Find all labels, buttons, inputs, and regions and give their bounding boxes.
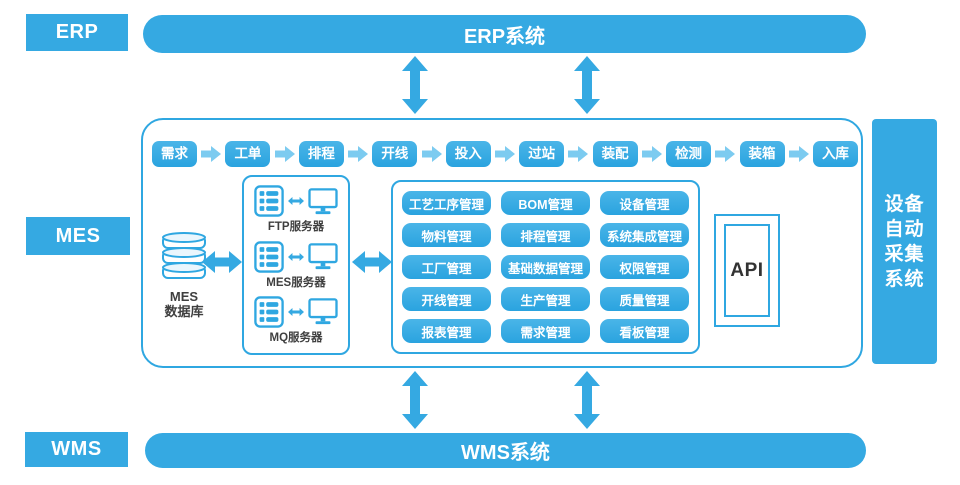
arrow-right-icon bbox=[715, 146, 736, 162]
double-arrow-horizontal-icon bbox=[288, 252, 304, 261]
api-box-inner: API bbox=[724, 224, 770, 317]
arrow-right-icon bbox=[421, 146, 442, 162]
flow-step: 需求 bbox=[152, 141, 197, 167]
api-label: API bbox=[730, 259, 764, 281]
server-label: MQ服务器 bbox=[269, 331, 323, 344]
server-label: MES服务器 bbox=[266, 276, 326, 289]
arrow-right-icon bbox=[568, 146, 589, 162]
server-icons bbox=[254, 296, 338, 328]
server-rack-icon bbox=[254, 240, 284, 273]
label-erp: ERP bbox=[26, 14, 128, 51]
monitor-icon bbox=[308, 187, 338, 214]
server-rack-icon bbox=[254, 296, 284, 328]
flow-step: 检测 bbox=[666, 141, 712, 167]
label-mes: MES bbox=[26, 217, 130, 255]
flow-step: 装箱 bbox=[739, 141, 785, 167]
arrow-right-icon bbox=[274, 146, 295, 162]
module-grid: 工艺工序管理 BOM管理 设备管理 物料管理 排程管理 系统集成管理 工厂管理 … bbox=[391, 180, 700, 354]
module-chip: 报表管理 bbox=[402, 319, 491, 343]
module-chip: 工厂管理 bbox=[402, 255, 491, 279]
server-box: FTP服务器 bbox=[242, 175, 350, 355]
flow-step: 入库 bbox=[812, 141, 858, 167]
double-arrow-vertical-icon bbox=[402, 56, 428, 114]
arrow-right-icon bbox=[348, 146, 369, 162]
double-arrow-vertical-icon bbox=[402, 371, 428, 429]
server-icons bbox=[254, 240, 338, 273]
server-rack-icon bbox=[254, 185, 284, 217]
flow-step: 工单 bbox=[225, 141, 271, 167]
vbar-line: 采集 bbox=[884, 243, 925, 265]
flow-step: 过站 bbox=[519, 141, 565, 167]
device-auto-collection-bar: 设备 自动 采集 系统 bbox=[872, 119, 937, 364]
module-chip: 设备管理 bbox=[600, 191, 689, 215]
module-chip: 物料管理 bbox=[402, 223, 491, 247]
mes-database-label: MES 数据库 bbox=[147, 289, 221, 319]
mes-container: 需求 工单 排程 开线 投入 过站 装配 检测 装箱 入库 bbox=[141, 118, 863, 368]
server-group-mes: MES服务器 bbox=[254, 240, 338, 290]
label-wms: WMS bbox=[25, 432, 128, 467]
monitor-icon bbox=[308, 243, 338, 270]
vbar-line: 自动 bbox=[884, 218, 925, 240]
arrow-right-icon bbox=[641, 146, 662, 162]
vbar-line: 设备 bbox=[884, 193, 925, 215]
module-chip: 需求管理 bbox=[501, 319, 590, 343]
module-chip: 基础数据管理 bbox=[501, 255, 590, 279]
arrow-right-icon bbox=[201, 146, 222, 162]
double-arrow-horizontal-icon bbox=[288, 197, 304, 206]
server-group-ftp: FTP服务器 bbox=[254, 185, 338, 234]
api-box: API bbox=[714, 214, 780, 327]
database-icon bbox=[162, 232, 206, 279]
db-label-line2: 数据库 bbox=[164, 304, 204, 319]
wms-system-bar: WMS系统 bbox=[145, 433, 866, 468]
module-chip: 排程管理 bbox=[501, 223, 590, 247]
mes-database: MES 数据库 bbox=[147, 231, 221, 319]
arrow-right-icon bbox=[494, 146, 515, 162]
flow-step: 装配 bbox=[592, 141, 638, 167]
flow-step: 开线 bbox=[372, 141, 418, 167]
server-group-mq: MQ服务器 bbox=[254, 296, 338, 345]
erp-system-bar: ERP系统 bbox=[143, 15, 866, 53]
process-flow-row: 需求 工单 排程 开线 投入 过站 装配 检测 装箱 入库 bbox=[152, 141, 858, 167]
double-arrow-horizontal-icon bbox=[288, 307, 304, 316]
module-chip: 质量管理 bbox=[600, 287, 689, 311]
module-chip: 生产管理 bbox=[501, 287, 590, 311]
double-arrow-vertical-icon bbox=[574, 371, 600, 429]
module-chip: 工艺工序管理 bbox=[402, 191, 491, 215]
flow-step: 排程 bbox=[298, 141, 344, 167]
module-chip: 开线管理 bbox=[402, 287, 491, 311]
monitor-icon bbox=[308, 298, 338, 325]
vbar-line: 系统 bbox=[884, 268, 925, 290]
double-arrow-horizontal-icon bbox=[202, 251, 242, 273]
arrow-right-icon bbox=[788, 146, 809, 162]
server-label: FTP服务器 bbox=[267, 221, 325, 234]
server-icons bbox=[254, 185, 338, 217]
double-arrow-horizontal-icon bbox=[352, 251, 392, 273]
module-chip: 权限管理 bbox=[600, 255, 689, 279]
module-chip: 系统集成管理 bbox=[600, 223, 689, 247]
double-arrow-vertical-icon bbox=[574, 56, 600, 114]
db-label-line1: MES bbox=[169, 289, 199, 304]
module-chip: 看板管理 bbox=[600, 319, 689, 343]
module-chip: BOM管理 bbox=[501, 191, 590, 215]
flow-step: 投入 bbox=[445, 141, 491, 167]
